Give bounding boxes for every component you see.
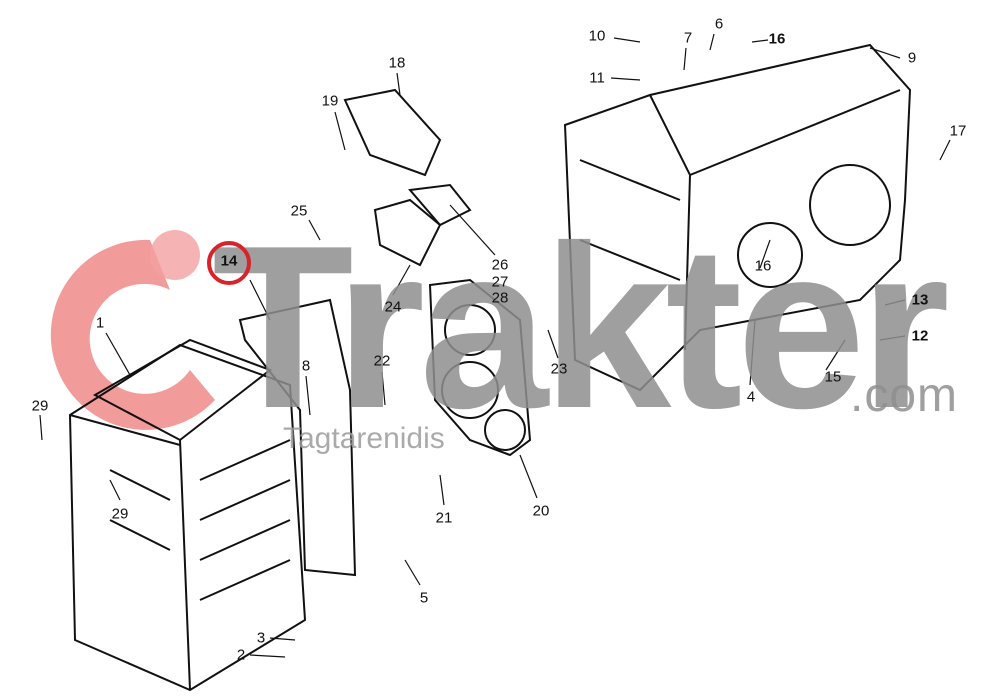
part-label[interactable]: 26 [491, 256, 509, 274]
part-label[interactable]: 24 [384, 298, 402, 316]
part-label[interactable]: 19 [321, 92, 339, 110]
plate-bore [441, 361, 499, 419]
part-label[interactable]: 8 [301, 357, 311, 375]
part-label[interactable]: 23 [550, 360, 568, 378]
part-label[interactable]: 5 [419, 589, 429, 607]
logo-gear-icon [50, 230, 215, 430]
part-label[interactable]: 16 [768, 30, 786, 48]
part-label[interactable]: 11 [589, 69, 605, 87]
part-label[interactable]: 29 [31, 397, 49, 415]
part-label[interactable]: 12 [911, 327, 929, 345]
part-label-highlighted[interactable]: 14 [220, 252, 238, 270]
highlight-circle [207, 241, 251, 285]
part-label[interactable]: 27 [491, 273, 509, 291]
cover-plate [343, 88, 442, 177]
watermark-domain: .com [850, 369, 959, 422]
part-label[interactable]: 6 [714, 15, 724, 33]
watermark-brand: Trakter [212, 198, 950, 457]
part-label[interactable]: 10 [588, 27, 606, 45]
part-label[interactable]: 20 [532, 502, 550, 520]
gasket [238, 298, 357, 577]
part-label[interactable]: 4 [746, 388, 756, 406]
part-label[interactable]: 17 [949, 122, 967, 140]
watermark-subtitle: Tagtarenidis [283, 422, 445, 455]
flange-gasket [408, 183, 472, 227]
part-label[interactable]: 18 [388, 54, 406, 72]
plate [428, 278, 532, 457]
part-label[interactable]: 2 [236, 646, 246, 664]
plate-bore [444, 304, 496, 356]
part-label[interactable]: 1 [95, 314, 105, 332]
part-label[interactable]: 9 [907, 49, 917, 67]
plate-bore [484, 409, 526, 451]
part-label[interactable]: 13 [911, 291, 929, 309]
part-label[interactable]: 3 [256, 629, 266, 647]
part-label[interactable]: 25 [290, 202, 308, 220]
housing-right [563, 43, 912, 392]
housing-left [68, 338, 307, 692]
part-label[interactable]: 28 [491, 289, 509, 307]
part-label[interactable]: 22 [373, 352, 391, 370]
part-label[interactable]: 21 [435, 509, 453, 527]
part-label[interactable]: 16 [754, 257, 772, 275]
part-label[interactable]: 7 [683, 29, 693, 47]
leader-lines [39, 33, 951, 658]
flange [373, 198, 442, 267]
part-label[interactable]: 15 [824, 368, 842, 386]
part-label[interactable]: 29 [111, 505, 129, 523]
